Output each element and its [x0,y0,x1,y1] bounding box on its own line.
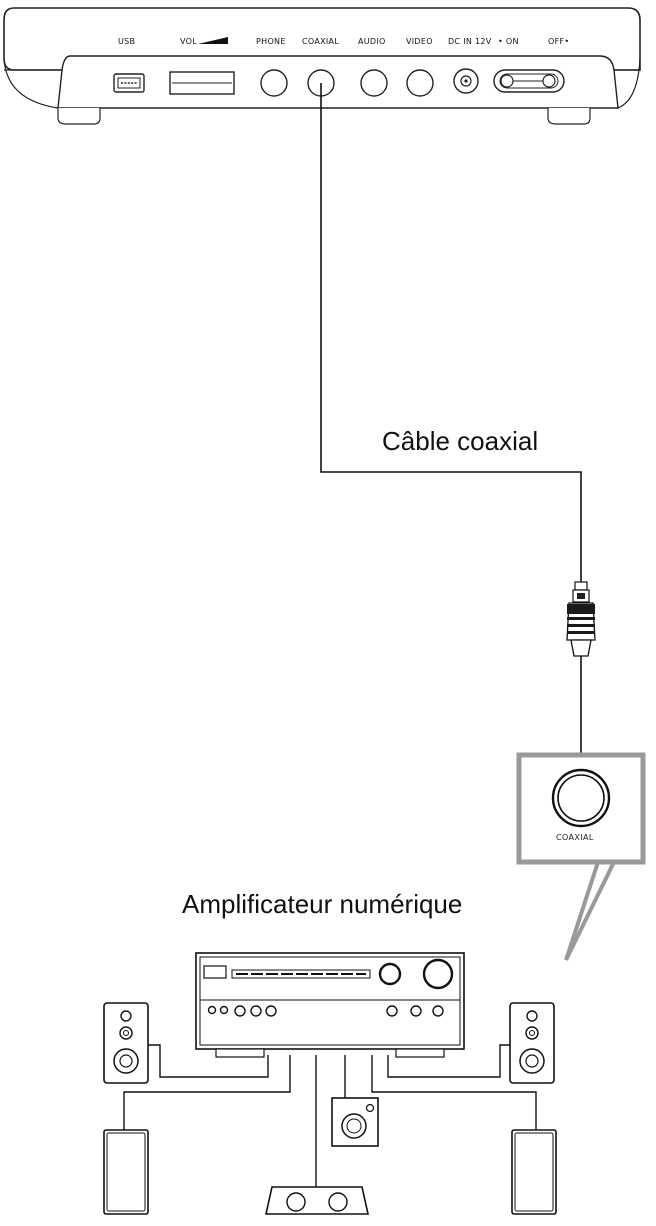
port-label-dcin: DC IN 12V [448,37,492,46]
volume-slider-icon [169,71,235,95]
video-jack-icon [406,69,434,97]
front-left-speaker [103,1002,149,1084]
dc-in-jack-icon [453,68,479,94]
audio-jack-icon [360,69,388,97]
center-speaker [265,1186,369,1215]
port-label-on: • ON [498,37,519,46]
port-label-video: VIDEO [406,37,433,46]
coaxial-cable [320,83,582,770]
cable-label: Câble coaxial [382,426,538,456]
port-label-off: OFF• [548,37,569,46]
port-label-audio: AUDIO [358,37,386,46]
power-switch-icon [493,69,565,93]
front-right-speaker [509,1002,555,1084]
port-label-coaxial: COAXIAL [302,37,339,46]
rear-left-speaker [103,1129,149,1215]
port-label-vol: VOL [180,37,197,46]
usb-port-icon [113,73,145,93]
callout-label: COAXIAL [556,833,594,842]
dvd-player-rear-panel: USB VOL PHONE COAXIAL AUDIO VIDEO DC IN … [3,7,641,125]
rear-right-speaker [511,1129,557,1215]
phone-jack-icon [260,69,288,97]
amplifier-label: Amplificateur numérique [182,889,462,919]
coaxial-callout: COAXIAL [516,752,646,961]
port-label-phone: PHONE [256,37,286,46]
speaker-wires [123,1044,537,1188]
digital-amplifier [195,952,465,1058]
subwoofer [331,1097,379,1147]
rca-plug-icon [566,581,596,657]
port-label-usb: USB [118,37,135,46]
volume-wedge-icon [198,37,228,44]
